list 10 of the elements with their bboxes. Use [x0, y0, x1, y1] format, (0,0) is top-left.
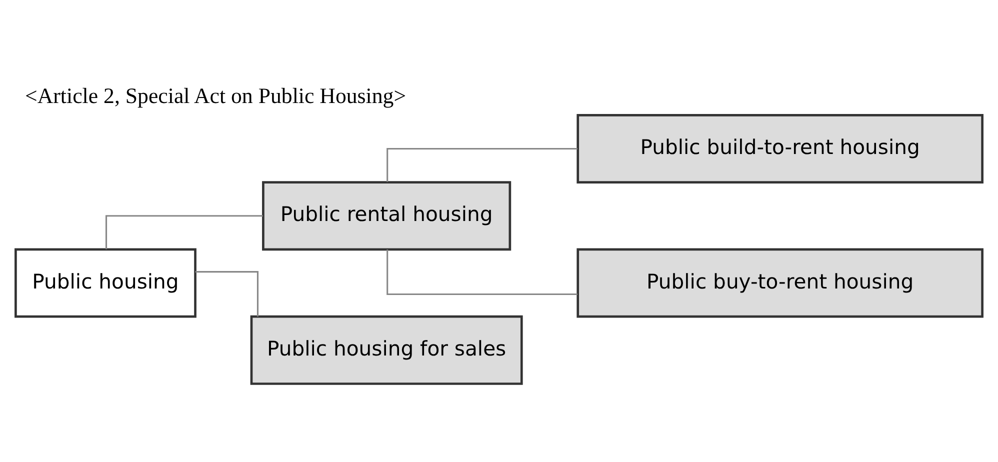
- connector: [386, 249, 578, 294]
- diagram-title: <Article 2, Special Act on Public Housing>: [25, 83, 406, 108]
- node-box: Public build-to-rent housing: [576, 114, 984, 183]
- node-box: Public buy-to-rent housing: [576, 248, 984, 318]
- node-box: Public rental housing: [262, 180, 512, 250]
- node-box: Public housing: [14, 248, 196, 318]
- connector: [105, 214, 263, 249]
- connector: [195, 270, 259, 316]
- connector: [386, 147, 578, 182]
- node-box: Public housing for sales: [250, 314, 523, 384]
